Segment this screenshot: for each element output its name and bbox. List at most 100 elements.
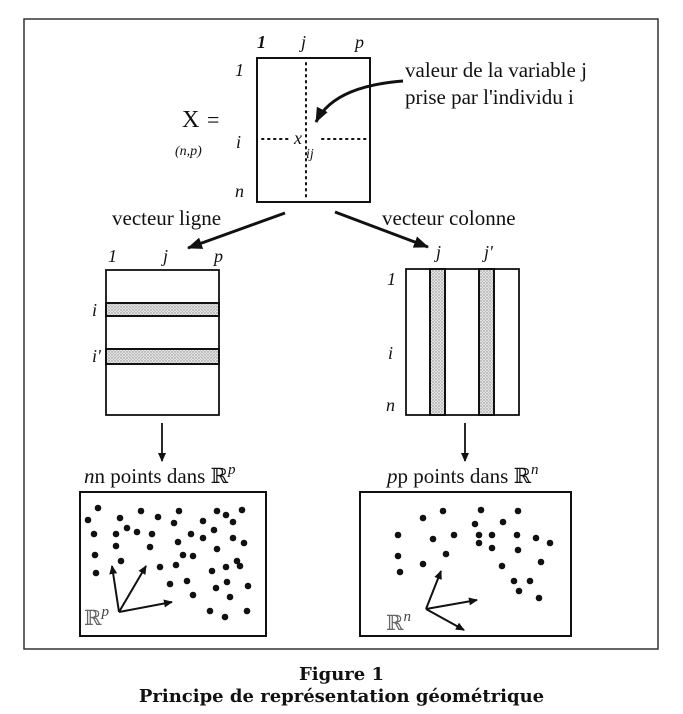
matrix-row-label-1: 1: [235, 60, 244, 80]
row-space-point: [117, 557, 125, 565]
row-axis-3: [118, 599, 173, 613]
row-space-point: [238, 506, 246, 514]
col-space-point: [450, 531, 458, 539]
matrix-box: [256, 57, 371, 203]
row-space-symbol: ℝ: [211, 464, 229, 488]
row-space-title-var: n: [84, 464, 95, 488]
row-view-title: vecteur ligne: [112, 206, 221, 230]
row-view-box: [105, 269, 220, 416]
row-space-point: [243, 607, 251, 615]
row-space-exponent: p: [227, 462, 236, 478]
row-space-point: [174, 538, 182, 546]
row-space-point: [116, 514, 124, 522]
col-space-point: [514, 507, 522, 515]
row-i-band: [105, 302, 220, 317]
col-space-symbol: ℝ: [514, 464, 532, 488]
matrix-equals: =: [207, 107, 219, 132]
col-space-point: [535, 594, 543, 602]
col-space-point: [394, 552, 402, 560]
col-space-point: [429, 535, 437, 543]
col-axis-1: [425, 570, 442, 610]
row-view-col-label-p: p: [212, 246, 223, 266]
matrix-col-label-j: j: [299, 32, 306, 52]
matrix-element-subscript: ij: [306, 147, 314, 162]
matrix-symbol: X: [182, 107, 199, 133]
row-space-point: [222, 563, 230, 571]
col-space-point: [439, 507, 447, 515]
col-view-col-label-j: j: [434, 242, 441, 262]
col-space-point: [488, 544, 496, 552]
row-space-point: [112, 542, 120, 550]
row-view-col-label-1: 1: [108, 246, 117, 266]
row-space-point: [154, 513, 162, 521]
col-space-point: [513, 531, 521, 539]
row-space-point: [189, 591, 197, 599]
col-space-point: [394, 531, 402, 539]
row-space-point: [213, 545, 221, 553]
row-space-point: [179, 551, 187, 559]
col-space-point: [477, 506, 485, 514]
col-space-title: pp points dans ℝn: [385, 462, 539, 488]
row-space-point: [166, 580, 174, 588]
row-i-prime-band: [105, 348, 220, 365]
annotation-curved-arrow: [314, 79, 404, 123]
figure-title: Principe de représentation géométrique: [138, 686, 545, 707]
row-space-point: [212, 584, 220, 592]
row-view-row-label-i: i: [92, 300, 97, 320]
row-space-point: [240, 539, 248, 547]
col-space-point: [488, 531, 496, 539]
col-view-matrix: j j' 1 i n: [386, 242, 520, 416]
row-space-point: [92, 569, 100, 577]
row-space-point: [221, 613, 229, 621]
col-space-point: [546, 539, 554, 547]
row-space-point: [213, 507, 221, 515]
row-space-point: [112, 530, 120, 538]
row-space-point: [244, 582, 252, 590]
outer-frame: [23, 18, 659, 650]
row-axis-2: [118, 565, 147, 613]
arrow-to-row-view: [187, 211, 286, 250]
row-space-point: [189, 552, 197, 560]
row-space-point: [146, 543, 154, 551]
row-space-title-text: n points dans: [95, 464, 211, 488]
row-space-point: [223, 578, 231, 586]
row-space-point: [170, 519, 178, 527]
col-space-point: [526, 577, 534, 585]
col-axis-2: [425, 597, 478, 610]
row-space-point: [199, 534, 207, 542]
matrix-element-x: x: [293, 128, 302, 148]
col-view-row-label-n: n: [386, 395, 395, 415]
row-view-row-label-i-prime: i': [92, 346, 102, 366]
row-space-point: [199, 517, 207, 525]
col-space-scatter: [359, 491, 572, 637]
col-j-band: [429, 268, 446, 416]
col-view-title: vecteur colonne: [382, 206, 516, 230]
col-space-point: [532, 534, 540, 542]
row-space-point: [90, 530, 98, 538]
row-space-point: [137, 507, 145, 515]
col-space-title-var: p: [385, 464, 398, 488]
col-space-point: [498, 562, 506, 570]
row-space-point: [236, 562, 244, 570]
col-space-point: [471, 520, 479, 528]
matrix-col-label-p: p: [353, 32, 364, 52]
row-space-point: [208, 567, 216, 575]
row-space-point: [210, 526, 218, 534]
col-axis-3: [425, 608, 465, 631]
matrix-col-label-1: 1: [257, 32, 266, 52]
col-view-row-label-1: 1: [387, 269, 396, 289]
row-space-point: [183, 577, 191, 585]
row-space-point: [148, 530, 156, 538]
col-space-exponent: n: [531, 462, 539, 478]
col-space-point: [475, 531, 483, 539]
row-space-point: [172, 561, 180, 569]
row-space-box: [79, 491, 267, 637]
row-space-point: [233, 557, 241, 565]
row-space-point: [226, 593, 234, 601]
row-space-axes: ℝp: [84, 565, 173, 630]
row-space-point: [84, 516, 92, 524]
col-space-point: [419, 514, 427, 522]
data-matrix: 1 j p 1 i n x ij X = (n,p): [175, 32, 371, 203]
row-space-point: [187, 530, 195, 538]
